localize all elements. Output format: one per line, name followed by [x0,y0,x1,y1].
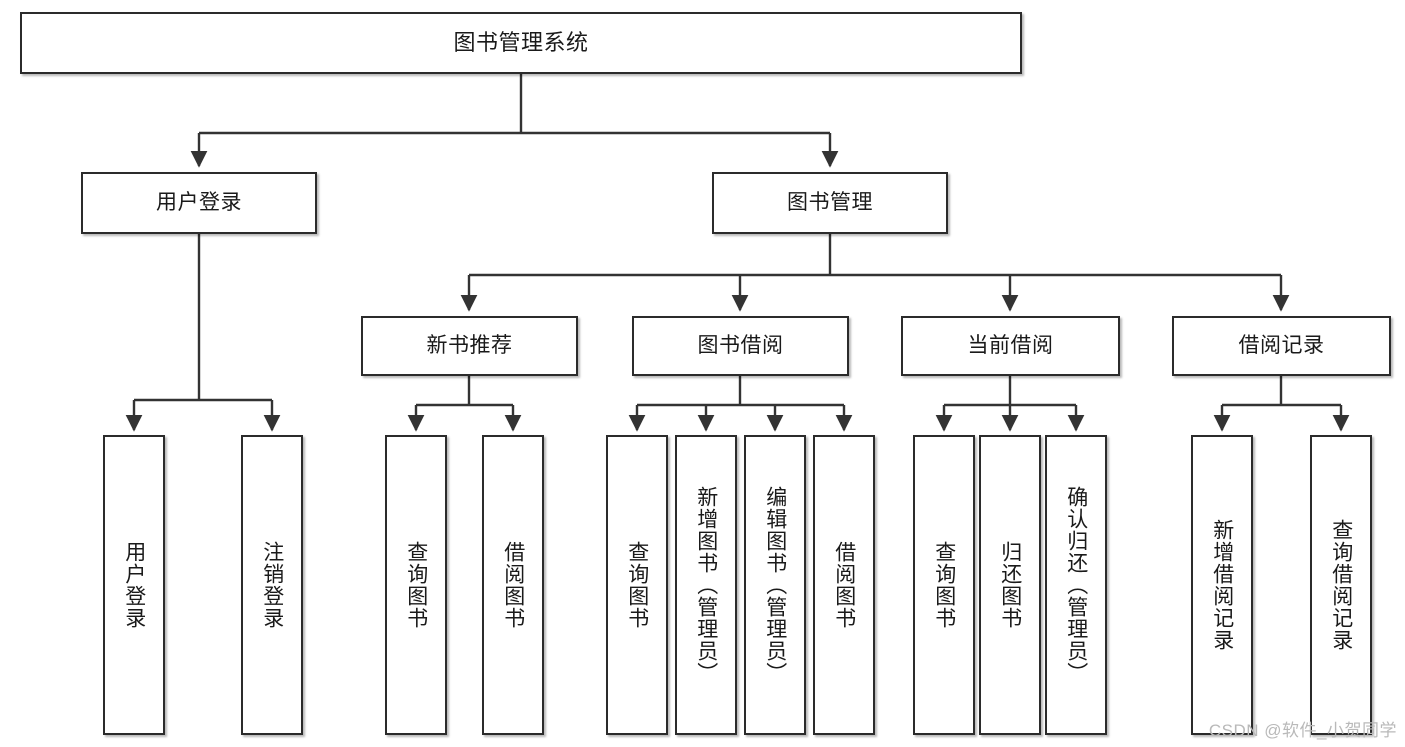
node-label: 用户登录 [122,541,146,629]
node-root-book-management-system[interactable]: 图书管理系统 [20,12,1022,74]
node-label: 借阅记录 [1238,334,1325,358]
node-label: 借阅图书 [832,541,856,629]
node-label: 图书管理 [787,191,873,215]
node-user-login[interactable]: 用户登录 [81,172,317,234]
node-current-borrow[interactable]: 当前借阅 [901,316,1120,376]
leaf-borrow-record-query-record[interactable]: 查询借阅记录 [1310,435,1372,735]
leaf-user-login-logout[interactable]: 注销登录 [241,435,303,735]
leaf-user-login-login[interactable]: 用户登录 [103,435,165,735]
leaf-book-borrow-borrow-book[interactable]: 借阅图书 [813,435,875,735]
node-label: 新增借阅记录 [1210,519,1234,651]
node-label: 新增图书（管理员） [694,486,718,684]
leaf-current-borrow-confirm-return-admin[interactable]: 确认归还（管理员） [1045,435,1107,735]
node-label: 查询图书 [404,541,428,629]
node-label: 借阅图书 [501,541,525,629]
node-label: 用户登录 [156,191,242,215]
node-label: 查询图书 [932,541,956,629]
leaf-book-borrow-query-book[interactable]: 查询图书 [606,435,668,735]
node-new-book-recommend[interactable]: 新书推荐 [361,316,578,376]
node-label: 查询图书 [625,541,649,629]
node-label: 图书借阅 [697,334,784,358]
node-label: 归还图书 [998,541,1022,629]
node-book-management[interactable]: 图书管理 [712,172,948,234]
leaf-new-book-query-book[interactable]: 查询图书 [385,435,447,735]
node-book-borrow[interactable]: 图书借阅 [632,316,849,376]
node-label: 编辑图书（管理员） [763,486,787,684]
node-label: 新书推荐 [426,334,513,358]
node-label: 注销登录 [260,541,284,629]
leaf-borrow-record-add-record[interactable]: 新增借阅记录 [1191,435,1253,735]
leaf-book-borrow-add-book-admin[interactable]: 新增图书（管理员） [675,435,737,735]
leaf-new-book-borrow-book[interactable]: 借阅图书 [482,435,544,735]
node-borrow-record[interactable]: 借阅记录 [1172,316,1391,376]
leaf-book-borrow-edit-book-admin[interactable]: 编辑图书（管理员） [744,435,806,735]
node-label: 图书管理系统 [453,30,589,56]
node-label: 确认归还（管理员） [1064,486,1088,684]
node-label: 查询借阅记录 [1329,519,1353,651]
leaf-current-borrow-query-book[interactable]: 查询图书 [913,435,975,735]
leaf-current-borrow-return-book[interactable]: 归还图书 [979,435,1041,735]
node-label: 当前借阅 [967,334,1054,358]
